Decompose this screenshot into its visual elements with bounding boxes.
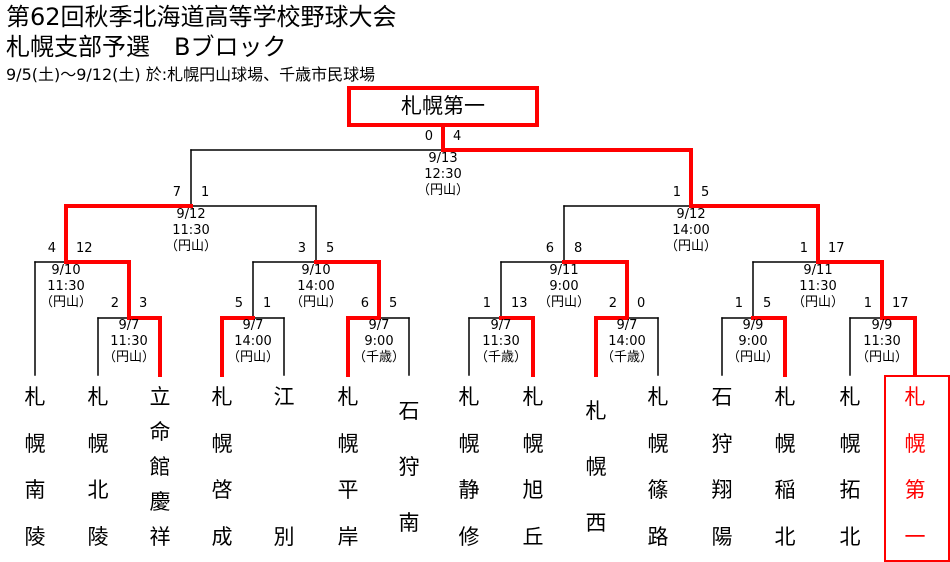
score-right: 4 (453, 129, 461, 144)
match-venue: （円山） (792, 295, 844, 310)
match-time: 12:30 (424, 167, 461, 182)
score-left: 1 (483, 296, 491, 311)
match-date: 9/9 (872, 318, 893, 333)
score-right: 5 (701, 185, 709, 200)
score-left: 6 (546, 241, 554, 256)
match-venue: （円山） (165, 239, 217, 254)
match-time: 14:00 (234, 334, 271, 349)
match-venue: （円山） (290, 295, 342, 310)
score-left: 6 (361, 296, 369, 311)
match-venue: （円山） (538, 295, 590, 310)
score-right: 5 (763, 296, 771, 311)
score-left: 1 (673, 185, 681, 200)
score-right: 13 (511, 296, 528, 311)
champion-box: 札幌第一 (347, 86, 539, 127)
score-left: 5 (235, 296, 243, 311)
match-time: 9:00 (549, 279, 578, 294)
match-time: 9:00 (364, 334, 393, 349)
match-venue: （円山） (227, 350, 279, 365)
match-time: 11:30 (482, 334, 519, 349)
score-right: 5 (326, 241, 334, 256)
match-time: 11:30 (172, 223, 209, 238)
match-date: 9/7 (617, 318, 638, 333)
match-time: 11:30 (799, 279, 836, 294)
score-left: 3 (298, 241, 306, 256)
score-left: 0 (425, 129, 433, 144)
score-right: 17 (892, 296, 909, 311)
match-time: 14:00 (297, 279, 334, 294)
match-venue: （千歳） (601, 350, 653, 365)
match-date: 9/10 (51, 263, 80, 278)
champion-name: 札幌第一 (401, 94, 485, 118)
winner-team-box (884, 375, 950, 562)
score-left: 4 (48, 241, 56, 256)
score-left: 2 (111, 296, 119, 311)
match-date: 9/12 (176, 207, 205, 222)
score-right: 5 (389, 296, 397, 311)
page-subtitle: 札幌支部予選 Bブロック (6, 33, 287, 61)
score-right: 17 (828, 241, 845, 256)
match-time: 11:30 (47, 279, 84, 294)
score-right: 1 (201, 185, 209, 200)
match-venue: （円山） (665, 239, 717, 254)
match-venue: （円山） (727, 350, 779, 365)
score-left: 1 (800, 241, 808, 256)
page-title: 第62回秋季北海道高等学校野球大会 (6, 3, 397, 31)
match-time: 11:30 (863, 334, 900, 349)
match-time: 14:00 (608, 334, 645, 349)
bracket-winner-path (64, 123, 917, 377)
match-date: 9/7 (119, 318, 140, 333)
match-date: 9/9 (743, 318, 764, 333)
score-left: 2 (609, 296, 617, 311)
match-venue: （円山） (103, 350, 155, 365)
score-right: 8 (574, 241, 582, 256)
champion-box-border (347, 86, 539, 127)
score-right: 3 (139, 296, 147, 311)
match-venue: （円山） (856, 350, 908, 365)
score-left: 1 (735, 296, 743, 311)
schedule-text: 9/5(土)～9/12(土) 於:札幌円山球場、千歳市民球場 (6, 65, 376, 84)
score-left: 1 (864, 296, 872, 311)
score-right: 0 (637, 296, 645, 311)
match-venue: （千歳） (475, 350, 527, 365)
score-left: 7 (173, 185, 181, 200)
match-venue: （円山） (40, 295, 92, 310)
match-date: 9/10 (301, 263, 330, 278)
match-time: 14:00 (672, 223, 709, 238)
match-date: 9/7 (243, 318, 264, 333)
match-date: 9/12 (676, 207, 705, 222)
match-date: 9/7 (491, 318, 512, 333)
score-right: 12 (76, 241, 93, 256)
match-date: 9/11 (549, 263, 578, 278)
match-date: 9/13 (428, 151, 457, 166)
match-venue: （円山） (417, 183, 469, 198)
match-date: 9/11 (803, 263, 832, 278)
match-venue: （千歳） (353, 350, 405, 365)
match-time: 11:30 (110, 334, 147, 349)
match-date: 9/7 (369, 318, 390, 333)
match-time: 9:00 (738, 334, 767, 349)
score-right: 1 (263, 296, 271, 311)
